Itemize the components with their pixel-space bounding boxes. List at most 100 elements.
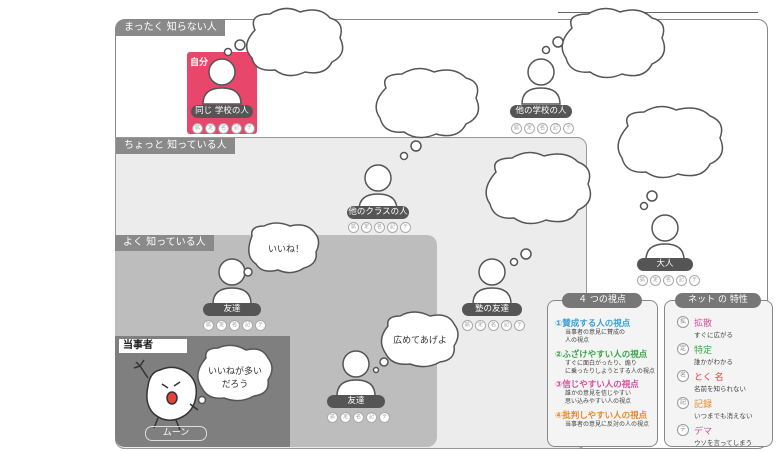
- dot: 定: [361, 222, 372, 233]
- trait-icon: 名: [677, 370, 689, 382]
- dot: 名: [218, 123, 229, 134]
- dot: 定: [524, 123, 535, 134]
- dot: 定: [650, 275, 661, 286]
- dot: テ: [244, 123, 255, 134]
- trait-item: 記 記録 いつまでも消えない: [677, 397, 753, 420]
- label-adult: 大人: [637, 258, 693, 271]
- trait-icon: 拡: [677, 316, 689, 328]
- zone-acquaintance-label: ちょっと 知っている人: [116, 138, 235, 154]
- person-icon-friend2: [336, 350, 376, 397]
- trait-desc: すぐに広がる: [694, 331, 733, 339]
- moon-character: [133, 359, 199, 431]
- self-box-label: 当事者: [119, 339, 187, 353]
- dot: 拡: [511, 123, 522, 134]
- viewpoint-desc: 当事者の意見に反対の人の視点: [565, 421, 650, 428]
- viewpoint-desc: すぐに面白がったり、煽り: [565, 360, 637, 367]
- viewpoint-title: ③信じやすい人の視点: [555, 380, 639, 390]
- trait-icon: 定: [677, 343, 689, 355]
- trait-title: デマ: [694, 427, 713, 437]
- label-same-school: 同じ 学校の人: [191, 105, 253, 118]
- dot: 定: [216, 320, 227, 331]
- person-icon-self: [202, 58, 242, 105]
- dot: 記: [231, 123, 242, 134]
- label-friend1: 友達: [203, 303, 261, 316]
- dot: 名: [229, 320, 240, 331]
- dot: 記: [366, 412, 377, 423]
- viewpoint-title: ②ふざけやすい人の視点: [555, 350, 648, 360]
- viewpoints-panel: ４ つの視点 ①賛成する人の視点 当事者の意見に賛成の 人の視点 ②ふざけやすい…: [547, 293, 658, 447]
- dot: 拡: [192, 123, 203, 134]
- person-icon-adult: [645, 214, 685, 261]
- dot: 拡: [462, 320, 473, 331]
- zone-stranger-label: まったく 知らない人: [116, 20, 225, 36]
- dot: 名: [537, 123, 548, 134]
- dot: テ: [514, 320, 525, 331]
- trait-desc: いつまでも消えない: [694, 412, 753, 420]
- trait-icon: 記: [677, 397, 689, 409]
- label-other-school: 他の学校の人: [510, 105, 572, 118]
- trait-title: とく 名: [694, 373, 724, 383]
- label-friend2: 友達: [327, 395, 385, 408]
- dot: テ: [400, 222, 411, 233]
- viewpoint-desc: 当事者の意見に賛成の: [565, 329, 626, 336]
- thought-bubble-moon: [197, 344, 273, 405]
- trait-title: 拡散: [694, 319, 713, 329]
- dot: テ: [563, 123, 574, 134]
- person-icon-friend1: [212, 258, 252, 305]
- trait-icon: テ: [677, 424, 689, 436]
- dot: 拡: [203, 320, 214, 331]
- dots-adult: 拡定名記テ: [637, 275, 700, 286]
- viewpoint-item: ①賛成する人の視点 当事者の意見に賛成の 人の視点: [555, 317, 630, 344]
- label-cram-friend: 塾の友達: [462, 303, 522, 316]
- dot: 拡: [327, 412, 338, 423]
- trait-item: テ デマ ウソを言ってしまう: [677, 424, 752, 447]
- dot: 記: [550, 123, 561, 134]
- dot: テ: [689, 275, 700, 286]
- trait-item: 定 特定 誰かがわかる: [677, 343, 733, 366]
- dots-other-class: 拡定名記テ: [348, 222, 411, 233]
- dot: 名: [353, 412, 364, 423]
- top-rule: [558, 12, 758, 13]
- trait-desc: 名前を知られない: [694, 385, 746, 393]
- bubble-text-moon-2: だろう: [221, 380, 249, 390]
- zone-friend-label: よく 知っている人: [115, 235, 214, 251]
- dot: 拡: [637, 275, 648, 286]
- person-icon-other-school: [521, 58, 561, 105]
- trait-title: 記録: [694, 400, 713, 410]
- net-traits-panel: ネット の 特性 拡 拡散 すぐに広がる 定 特定 誰かがわかる 名 とく 名 …: [664, 293, 773, 447]
- viewpoint-title: ①賛成する人の視点: [555, 319, 631, 329]
- thought-bubble-cram-friend: [485, 151, 592, 267]
- trait-desc: 誰かがわかる: [694, 358, 733, 366]
- dot: 記: [242, 320, 253, 331]
- label-other-class: 他のクラスの人: [347, 206, 409, 219]
- dots-self: 拡定名記テ: [192, 123, 255, 134]
- dot: 定: [205, 123, 216, 134]
- dots-other-school: 拡定名記テ: [511, 123, 574, 134]
- viewpoint-item: ④批判しやすい人の視点 当事者の意見に反対の人の視点: [555, 409, 649, 429]
- thought-bubble-other-class: [375, 67, 480, 161]
- viewpoint-desc: 人の視点: [565, 336, 590, 344]
- dot: テ: [379, 412, 390, 423]
- dots-friend2: 拡定名記テ: [327, 412, 390, 423]
- trait-item: 名 とく 名 名前を知られない: [677, 370, 746, 393]
- dots-cram-friend: 拡定名記テ: [462, 320, 525, 331]
- speech-bubble-friend1: [243, 222, 320, 277]
- dot: 記: [387, 222, 398, 233]
- dot: 定: [340, 412, 351, 423]
- dots-friend1: 拡定名記テ: [203, 320, 266, 331]
- viewpoints-title: ４ つの視点: [562, 293, 642, 308]
- viewpoint-item: ②ふざけやすい人の視点 すぐに面白がったり、煽り に乗ったりしようとする人の視点: [555, 348, 655, 375]
- bubble-text-moon-1: いいねが多い: [207, 367, 262, 377]
- character-name: ムーン: [145, 426, 207, 441]
- self-tag: 自分: [190, 58, 209, 68]
- viewpoint-desc: に乗ったりしようとする人の視点: [565, 367, 655, 375]
- thought-bubble-adult: [617, 105, 724, 211]
- viewpoint-item: ③信じやすい人の視点 誰かの意見を信じやすい 思い込みやすい人の視点: [555, 378, 639, 405]
- dot: テ: [255, 320, 266, 331]
- dot: 定: [475, 320, 486, 331]
- bubble-text-share: 広めてあげよ: [393, 336, 447, 346]
- viewpoint-title: ④批判しやすい人の視点: [555, 411, 648, 421]
- dot: 記: [501, 320, 512, 331]
- dot: 名: [488, 320, 499, 331]
